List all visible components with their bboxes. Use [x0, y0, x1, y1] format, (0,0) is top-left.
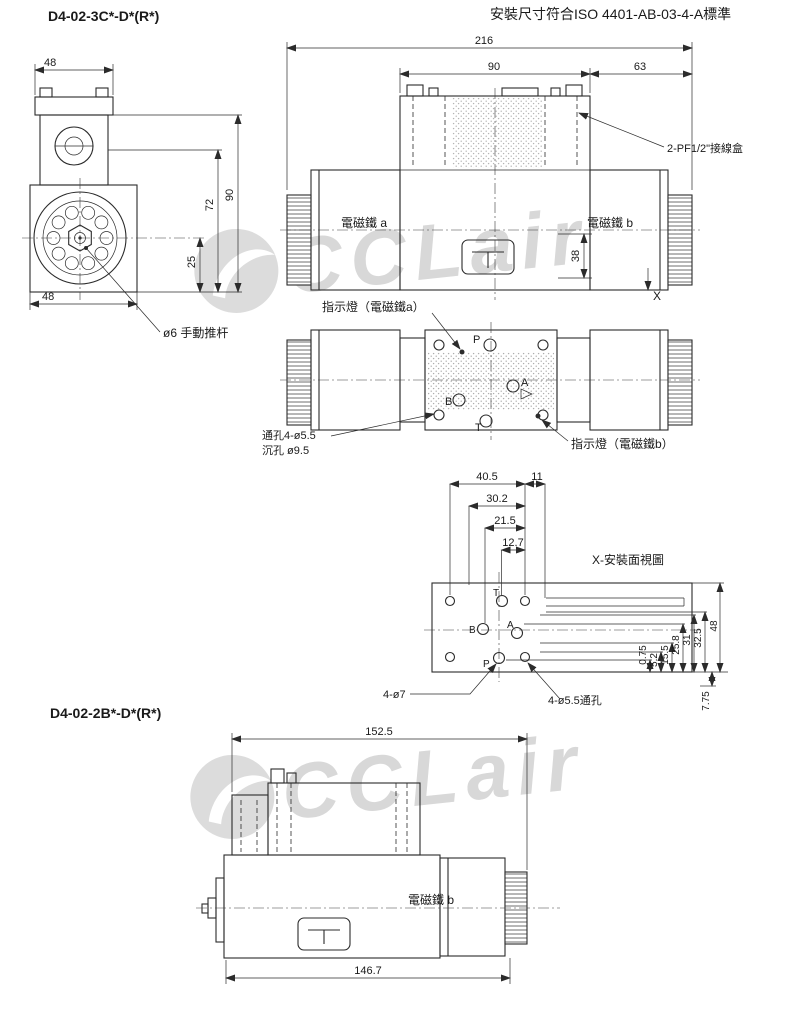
watermark-text: CCLair	[278, 717, 589, 836]
valve-symbol	[297, 917, 351, 951]
port-p-label: P	[483, 659, 490, 670]
solenoid-b-label: 電磁鐵 b	[408, 892, 454, 907]
dim-146-7: 146.7	[354, 965, 382, 977]
left-rib-cap	[286, 194, 312, 286]
dim-total-216: 216	[475, 35, 493, 47]
port-a-label: A	[507, 620, 514, 631]
hole-4-7-label: 4-ø7	[383, 689, 406, 701]
through-hole-label: 通孔4-ø5.5	[262, 429, 316, 442]
dim-48: 48	[709, 620, 720, 632]
port-t-label: T	[493, 588, 499, 599]
indicator-led-a	[459, 349, 465, 355]
dim-21-5: 21.5	[494, 515, 515, 527]
port-t-label: T	[475, 422, 482, 434]
port-a-label: A	[521, 377, 529, 389]
dim-front-h25: 25	[186, 256, 198, 268]
port-t-hole	[495, 594, 509, 608]
front-view: 48 90 72 25 48 ø6 手動推杆	[22, 57, 242, 340]
mounting-face-view: X-安裝面視圖 T B A P 40.5 11	[383, 471, 728, 711]
dim-31: 31	[682, 634, 693, 646]
hole-4-55-label: 4-ø5.5通孔	[548, 694, 602, 707]
dim-32-5: 32.5	[693, 628, 704, 648]
right-rib-cap	[667, 194, 693, 286]
side-view-2b: 電磁鐵 b 152.5 146.7	[196, 726, 560, 984]
counterbore-label: 沉孔 ø9.5	[262, 444, 309, 457]
solenoid-b-label: 電磁鐵 b	[587, 215, 633, 230]
top-view: 216 90 63 38 電磁鐵 a 電磁鐵 b 2-PF1/2"接線盒 X	[280, 35, 743, 303]
solenoid-b-body	[439, 857, 506, 957]
dim-front-h72: 72	[204, 199, 216, 211]
port-b-hole	[452, 393, 466, 407]
valve-symbol	[461, 239, 515, 275]
dim-38: 38	[570, 250, 582, 262]
dim-solenoid-63: 63	[634, 61, 646, 73]
port-p-hole	[483, 338, 497, 352]
right-rib-cap	[667, 339, 693, 426]
left-rib-cap	[286, 339, 312, 426]
dim-15-5: 15.5	[660, 645, 671, 665]
dim-152-5: 152.5	[365, 726, 393, 738]
standard-title: 安裝尺寸符合ISO 4401-AB-03-4-A標準	[490, 6, 731, 22]
dim-5-2: 5.2	[649, 653, 660, 667]
dim-front-bottom-width: 48	[42, 291, 54, 303]
indicator-led-b	[535, 413, 541, 419]
port-t-hole	[479, 414, 493, 428]
indicator-a-label: 指示燈（電磁鐵a）	[322, 299, 425, 314]
dim-0-75: 0.75	[638, 645, 649, 665]
dim-30-2: 30.2	[486, 493, 507, 505]
port-p-label: P	[473, 334, 480, 346]
mount-view-title: X-安裝面視圖	[592, 552, 664, 567]
dim-7-75: 7.75	[701, 691, 712, 711]
bottom-view: P T A B 指示燈（電磁鐵a） 指示燈（電磁鐵b） 通孔4-ø5.5 沉孔 …	[262, 299, 700, 457]
port-a-hole	[510, 626, 524, 640]
manual-rod-label: ø6 手動推杆	[163, 326, 228, 340]
junction-box-label: 2-PF1/2"接線盒	[667, 141, 743, 155]
port-b-hole	[476, 622, 490, 636]
dim-25-8: 25.8	[671, 635, 682, 655]
dim-body-90: 90	[488, 61, 500, 73]
model-title-3c: D4-02-3C*-D*(R*)	[48, 8, 159, 24]
watermark-text: CCLair	[282, 191, 593, 310]
solenoid-a-label: 電磁鐵 a	[341, 215, 387, 230]
x-view-marker: X	[653, 289, 661, 303]
indicator-b-label: 指示燈（電磁鐵b）	[571, 436, 674, 451]
dim-front-h90: 90	[224, 189, 236, 201]
port-b-label: B	[445, 396, 452, 408]
dim-40-5: 40.5	[476, 471, 497, 483]
dim-12-7: 12.7	[502, 537, 523, 549]
dim-11: 11	[531, 471, 542, 483]
port-b-label: B	[469, 625, 476, 636]
model-title-2b: D4-02-2B*-D*(R*)	[50, 705, 161, 721]
dim-front-top-width: 48	[44, 57, 56, 69]
